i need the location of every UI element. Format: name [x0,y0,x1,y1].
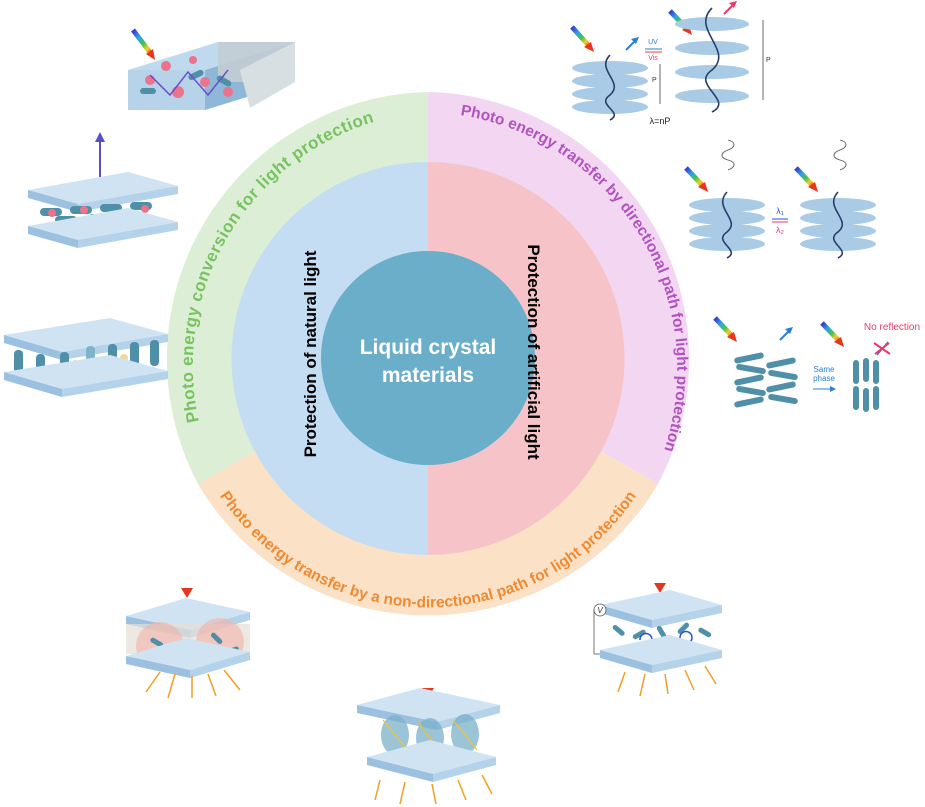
label-phase: phase [813,374,835,383]
label-voltage: V [597,606,603,615]
illustration-grating-cell [357,640,500,805]
illustration-absorption-cell [128,28,295,110]
center-circle [321,251,535,465]
label-same: Same [814,365,835,374]
label-lambda1: λ₁ [776,206,784,216]
illustration-vertical-rods-cell [4,318,168,397]
illustration-upconversion-cell [28,132,178,265]
illustration-electric-field-cell: V [593,540,722,697]
illustration-helical-stacks: λ₁ λ₂ [684,139,876,259]
label-pitch-long: P [766,57,771,64]
label-pitch-short: P [652,77,657,84]
center-title-line1: Liquid crystal [360,336,497,359]
illustration-scattering-cell [126,545,250,699]
label-natural-light: Protection of natural light [301,250,320,457]
label-no-reflection: No reflection [864,322,920,333]
illustration-cholesteric-pitch: UV Vis P P λ=nP [570,1,771,126]
label-lambda2: λ₂ [776,225,785,235]
label-uv: UV [648,39,658,46]
illustration-no-reflection: Same phase No reflection [713,316,920,412]
label-artificial-light: Protection of artificial light [524,244,543,460]
label-vis: Vis [648,55,658,62]
center-title-line2: materials [382,364,474,387]
label-lambda-equation: λ=nP [650,116,671,126]
